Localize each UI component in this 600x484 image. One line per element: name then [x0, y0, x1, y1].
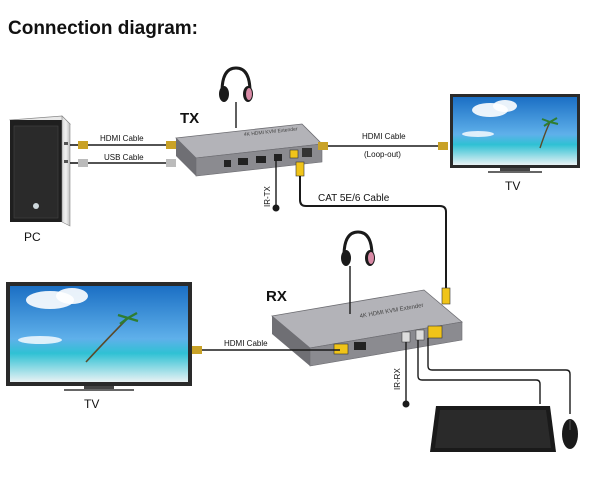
headphones-icon [219, 66, 253, 128]
rx-extender: 4K HDMI KVM Extender [271, 289, 463, 367]
computer-tower-icon [9, 115, 71, 227]
tv-top-label: TV [505, 179, 520, 193]
tx-label: TX [180, 110, 199, 127]
loop-hdmi-label: HDMI Cable [362, 132, 406, 141]
ir-tx-label: IR-TX [263, 185, 272, 207]
tx-port [224, 160, 231, 167]
tx-extender: 4K HDMI KVM Extender [175, 123, 323, 177]
loop-out-label: (Loop-out) [364, 150, 401, 159]
ir-sensor-icon [272, 204, 280, 212]
tv-icon [6, 282, 192, 391]
headphones-icon [341, 230, 375, 314]
usb-plug [78, 159, 88, 167]
keyboard-icon [430, 406, 556, 452]
rx-hdmi-label: HDMI Cable [224, 339, 268, 348]
cat-cable-label: CAT 5E/6 Cable [318, 193, 390, 204]
pc-label: PC [24, 230, 41, 244]
tv-bottom-label: TV [84, 397, 99, 411]
ir-sensor-icon [402, 400, 410, 408]
tv-icon [450, 94, 580, 173]
mouse-icon [562, 419, 578, 449]
tx-model-text: 4K HDMI KVM Extender [244, 126, 299, 138]
hdmi-plug [78, 141, 88, 149]
ir-rx-label: IR-RX [393, 368, 402, 390]
usb-device-cables [417, 338, 571, 414]
pc-usb-cable-label: USB Cable [104, 153, 144, 162]
cat-cable [295, 161, 451, 305]
rx-label: RX [266, 288, 287, 305]
diagram-heading: Connection diagram: [8, 18, 199, 39]
pc-hdmi-cable-label: HDMI Cable [100, 134, 144, 143]
